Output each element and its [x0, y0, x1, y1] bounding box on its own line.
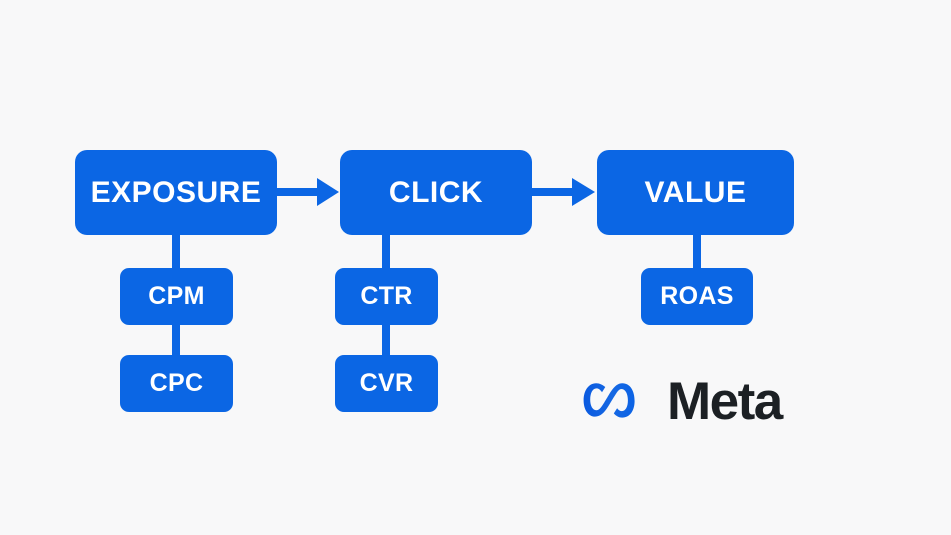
metric-box-cvr[interactable]: CVR	[335, 355, 438, 412]
connector-exposure-cpm	[172, 228, 180, 274]
metric-box-ctr[interactable]: CTR	[335, 268, 438, 325]
meta-brand-lockup: Meta	[581, 372, 803, 430]
meta-wordmark: Meta	[667, 371, 783, 431]
connector-value-roas	[693, 228, 701, 274]
metric-box-cpm[interactable]: CPM	[120, 268, 233, 325]
metric-box-cpc[interactable]: CPC	[120, 355, 233, 412]
connector-click-ctr	[382, 228, 390, 274]
meta-infinity-icon	[581, 379, 655, 423]
arrow-exposure-to-click	[277, 176, 341, 208]
stage-box-value[interactable]: VALUE	[597, 150, 794, 235]
metric-box-roas[interactable]: ROAS	[641, 268, 753, 325]
connector-cpm-cpc	[172, 318, 180, 362]
stage-box-click[interactable]: CLICK	[340, 150, 532, 235]
stage-box-exposure[interactable]: EXPOSURE	[75, 150, 277, 235]
connector-ctr-cvr	[382, 318, 390, 362]
arrow-click-to-value	[532, 176, 598, 208]
